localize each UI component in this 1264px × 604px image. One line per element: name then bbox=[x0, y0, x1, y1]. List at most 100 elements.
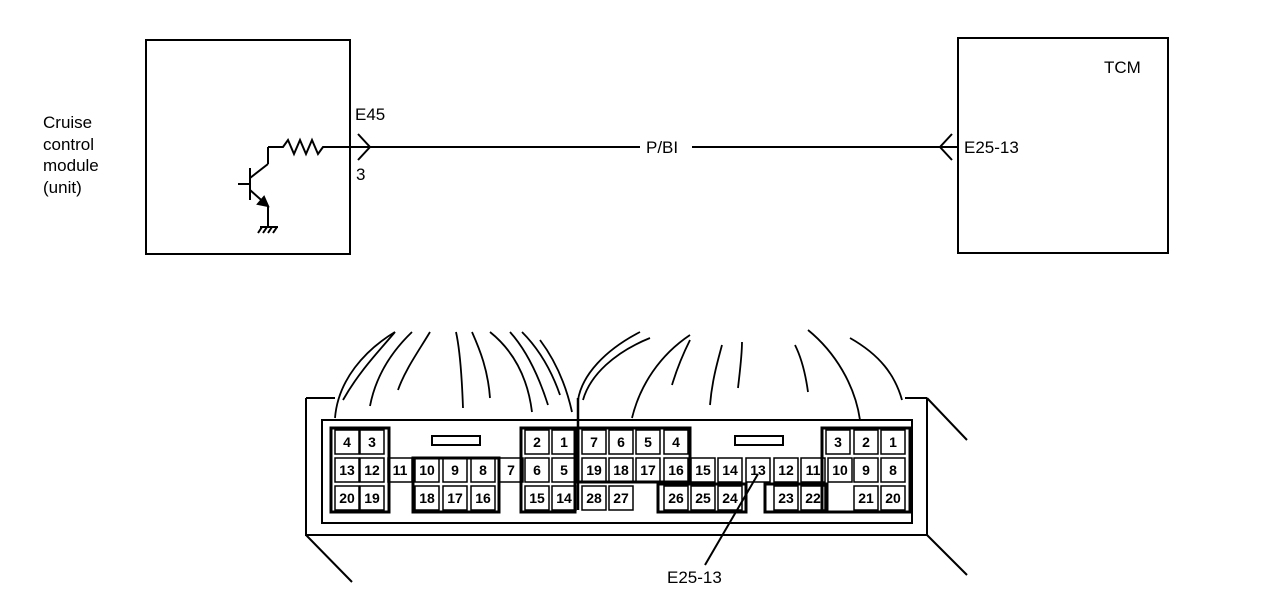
cruise-label-line-4: (unit) bbox=[43, 178, 82, 197]
connector-cavity bbox=[470, 457, 496, 483]
harness-wire bbox=[794, 344, 809, 393]
connector-cavity bbox=[551, 457, 577, 483]
cavity-pin-label: 23 bbox=[778, 490, 794, 506]
cavity-pin-label: 13 bbox=[339, 462, 355, 478]
cavity-pin-label: 14 bbox=[556, 490, 572, 506]
harness-wire bbox=[849, 337, 903, 401]
connector-callout-label: E25-13 bbox=[667, 568, 722, 587]
cruise-label-line-2: control bbox=[43, 135, 94, 154]
cavity-pin-label: 15 bbox=[695, 462, 711, 478]
connector-cavity bbox=[524, 429, 550, 455]
cavity-group bbox=[820, 426, 912, 514]
connector-cavity bbox=[880, 457, 906, 483]
cavity-pin-label: 9 bbox=[862, 462, 870, 478]
connector-cavity bbox=[551, 485, 577, 511]
connector-cavity bbox=[442, 485, 468, 511]
cavity-pin-label: 20 bbox=[885, 490, 901, 506]
connector-cavity bbox=[414, 457, 440, 483]
cavity-pin-label: 28 bbox=[586, 490, 602, 506]
cavity-pin-label: 18 bbox=[613, 462, 629, 478]
cavity-pin-label: 7 bbox=[507, 462, 515, 478]
cavity-pin-label: 8 bbox=[889, 462, 897, 478]
cavity-pin-label: 27 bbox=[613, 490, 629, 506]
cavity-pin-label: 1 bbox=[560, 434, 568, 450]
cavity-group bbox=[519, 426, 577, 514]
connector-cavity bbox=[717, 485, 743, 511]
tcm-label: TCM bbox=[1104, 58, 1141, 77]
cavity-pin-label: 24 bbox=[722, 490, 738, 506]
cruise-label-line-1: Cruise bbox=[43, 113, 92, 132]
connector-cavity bbox=[690, 457, 716, 483]
connector-cavity bbox=[470, 485, 496, 511]
cavity-pin-label: 6 bbox=[617, 434, 625, 450]
connector-cavity bbox=[717, 457, 743, 483]
connector-cavity bbox=[524, 485, 550, 511]
cavity-pin-label: 8 bbox=[479, 462, 487, 478]
cavity-pin-label: 3 bbox=[834, 434, 842, 450]
connector-cavity bbox=[608, 485, 634, 511]
cruise-control-module: Cruise control module (unit) bbox=[43, 39, 351, 255]
connector-cavity bbox=[663, 485, 689, 511]
cavity-pin-label: 5 bbox=[644, 434, 652, 450]
bracket-line bbox=[305, 534, 353, 583]
cavity-pin-label: 2 bbox=[862, 434, 870, 450]
cavity-pin-label: 4 bbox=[672, 434, 680, 450]
connector-cavity bbox=[608, 429, 634, 455]
cavity-pin-label: 18 bbox=[419, 490, 435, 506]
tcm-connector-chevron bbox=[938, 133, 953, 161]
tcm-module: TCM E25-13 bbox=[938, 37, 1169, 254]
connector-cavity bbox=[524, 457, 550, 483]
connector-cavity bbox=[880, 485, 906, 511]
cavity-group bbox=[329, 426, 391, 514]
connector-cavity bbox=[853, 485, 879, 511]
cavity-pin-label: 3 bbox=[368, 434, 376, 450]
connector-cavity bbox=[827, 457, 853, 483]
connector-inner-frame bbox=[321, 419, 913, 524]
connector-cavity bbox=[581, 429, 607, 455]
cavity-group bbox=[656, 482, 748, 514]
connector-cavity bbox=[800, 485, 826, 511]
harness-wire bbox=[539, 339, 573, 413]
cavity-pin-label: 13 bbox=[750, 462, 766, 478]
harness-wire bbox=[671, 339, 691, 386]
cavity-pin-label: 11 bbox=[393, 462, 408, 478]
connector-cavity bbox=[663, 429, 689, 455]
connector-cavity bbox=[663, 457, 689, 483]
cavity-pin-label: 22 bbox=[805, 490, 821, 506]
resistor-symbol bbox=[268, 137, 350, 157]
connector-cavity bbox=[387, 457, 413, 483]
callout-leader bbox=[704, 473, 759, 566]
connector-cavity bbox=[581, 457, 607, 483]
harness-wire bbox=[577, 331, 641, 401]
cavity-pin-label: 4 bbox=[343, 434, 351, 450]
transistor-symbol bbox=[238, 147, 270, 226]
connector-pin-3: 3 bbox=[356, 165, 365, 184]
connector-cavity bbox=[800, 457, 826, 483]
connector-cavity bbox=[359, 457, 385, 483]
connector-cavity bbox=[498, 457, 524, 483]
bracket-line bbox=[926, 534, 968, 576]
connector-cavity bbox=[334, 457, 360, 483]
cavity-pin-label: 12 bbox=[778, 462, 794, 478]
harness-wire bbox=[334, 331, 396, 419]
connector-id-e45: E45 bbox=[355, 105, 385, 124]
harness-wire bbox=[521, 331, 561, 396]
cavity-pin-label: 17 bbox=[447, 490, 463, 506]
cavity-pin-label: 16 bbox=[668, 462, 684, 478]
cavity-pin-label: 16 bbox=[475, 490, 491, 506]
cavity-pin-label: 20 bbox=[339, 490, 355, 506]
cavity-pin-label: 12 bbox=[364, 462, 380, 478]
tcm-terminal-label: E25-13 bbox=[964, 138, 1019, 157]
cavity-pin-label: 21 bbox=[858, 490, 874, 506]
cruise-label-line-3: module bbox=[43, 156, 99, 175]
connector-cavity bbox=[581, 485, 607, 511]
connector-cavity bbox=[635, 429, 661, 455]
connector-cavity bbox=[359, 485, 385, 511]
latch-slot bbox=[734, 435, 784, 446]
harness-wire bbox=[631, 334, 691, 419]
cavity-pin-label: 19 bbox=[364, 490, 380, 506]
harness-wire bbox=[709, 344, 723, 406]
connector-cavity bbox=[359, 429, 385, 455]
